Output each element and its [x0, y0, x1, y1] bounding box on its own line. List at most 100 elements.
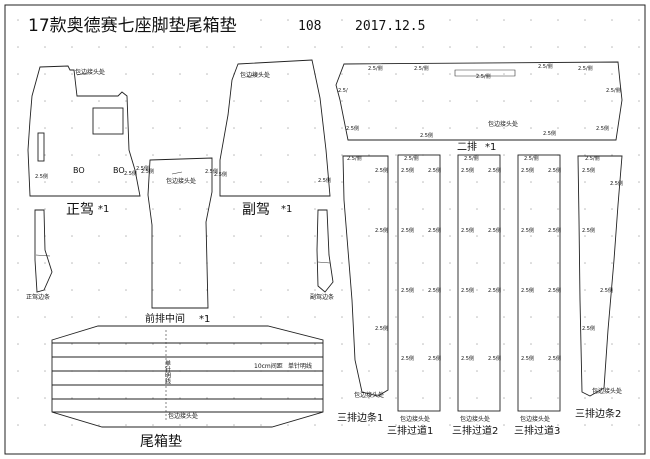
- row3-edge-1-note-c: 2.5侧: [375, 325, 388, 332]
- driver-slot: [37, 132, 45, 162]
- row3-aisle-3-note-c: 2.5侧: [521, 227, 534, 234]
- driver-edge-label: 正驾边条: [26, 293, 50, 301]
- second-row-note-4: 2.5/侧: [538, 63, 553, 70]
- driver-mat: 包边接头处 BO BO 2.5侧 2.5侧 2.5侧 正驾 *1: [27, 65, 149, 218]
- trunk-label: 尾箱垫: [140, 434, 182, 450]
- second-row-note-7: 2.5/侧: [606, 87, 621, 94]
- sheet-border: [4, 4, 646, 455]
- second-row-note-5: 2.5/侧: [578, 65, 593, 72]
- row3-edge-2-top-note: 2.5/侧: [585, 155, 600, 162]
- row3-aisle-1-outline: [397, 154, 441, 412]
- row3-aisle-3-note-f: 2.5侧: [548, 287, 561, 294]
- row3-edge-strip-2: 2.5/侧 2.5侧 2.5侧 2.5侧 2.5侧 2.5侧 包边接头处 三排边…: [575, 155, 623, 420]
- passenger-side-note-2: 2.5侧: [318, 177, 331, 184]
- row3-aisle-2-note-e: 2.5侧: [461, 287, 474, 294]
- row3-edge-1-note-b: 2.5侧: [375, 227, 388, 234]
- second-row-note-11: 2.5侧: [596, 125, 609, 132]
- row3-aisle-2-edge-note: 包边接头处: [460, 415, 490, 423]
- row3-aisle-1-note-f: 2.5侧: [428, 287, 441, 294]
- row3-edge-1-edge-note: 包边接头处: [354, 391, 384, 399]
- driver-side-note-3: 2.5侧: [136, 165, 149, 172]
- trunk-mat: 单针明线 10cm间距 单针明线 包边接头处 尾箱垫: [51, 325, 324, 450]
- row3-edge-1-note-a: 2.5侧: [375, 167, 388, 174]
- row3-aisle-3-note-g: 2.5侧: [521, 355, 534, 362]
- dot-grid: [17, 19, 640, 426]
- driver-edge-strip: 正驾边条: [26, 209, 53, 301]
- sheet-date: 2017.12.5: [355, 19, 425, 34]
- driver-side-note: 2.5侧: [35, 173, 48, 180]
- driver-bo-mark-2: BO: [113, 166, 125, 175]
- row3-aisle-1-note-h: 2.5侧: [428, 355, 441, 362]
- row3-aisle-2-note-a: 2.5侧: [461, 167, 474, 174]
- row3-edge-1-top-note: 2.5/侧: [347, 155, 362, 162]
- row3-aisle-3-note-b: 2.5侧: [548, 167, 561, 174]
- second-row-note-1: 2.5/侧: [368, 65, 383, 72]
- second-row-note-3: 2.5/侧: [476, 73, 491, 80]
- front-middle-side-note-2: 2.5侧: [205, 168, 218, 175]
- second-row-note-9: 2.5侧: [420, 132, 433, 139]
- second-row-note-2: 2.5/侧: [414, 65, 429, 72]
- row3-aisle-1-edge-note: 包边接头处: [400, 415, 430, 423]
- driver-heel-pad: [92, 107, 124, 135]
- sheet-title: 17款奥德赛七座脚垫尾箱垫: [28, 15, 237, 36]
- row3-edge-2-note-d: 2.5侧: [600, 287, 613, 294]
- row3-aisle-2-note-g: 2.5侧: [461, 355, 474, 362]
- row3-aisle-3-top-note: 2.5/侧: [524, 155, 539, 162]
- front-middle-label: 前排中间: [145, 312, 185, 325]
- second-row-count: *1: [485, 142, 496, 153]
- row3-aisle-1-note-g: 2.5侧: [401, 355, 414, 362]
- row3-aisle-3-label: 三排过道3: [514, 424, 560, 437]
- row3-aisle-1-top-note: 2.5/侧: [404, 155, 419, 162]
- row3-aisle-2-note-f: 2.5侧: [488, 287, 501, 294]
- sheet-code: 108: [298, 19, 321, 34]
- row3-aisle-1-note-a: 2.5侧: [401, 167, 414, 174]
- row3-aisle-1-note-c: 2.5侧: [401, 227, 414, 234]
- passenger-label: 副驾: [242, 202, 270, 218]
- row3-aisle-3-note-a: 2.5侧: [521, 167, 534, 174]
- trunk-needle-note: 单针明线: [288, 362, 312, 370]
- row3-aisle-2-note-b: 2.5侧: [488, 167, 501, 174]
- row3-aisle-3-outline: [517, 154, 561, 412]
- row3-aisle-1-note-d: 2.5侧: [428, 227, 441, 234]
- row3-edge-1-label: 三排边条1: [337, 411, 383, 424]
- driver-side-note-2: 2.5侧: [124, 170, 137, 177]
- row3-aisle-3-edge-note: 包边接头处: [520, 415, 550, 423]
- driver-count: *1: [98, 204, 109, 215]
- row3-aisle-1: 2.5/侧 2.5侧 2.5侧 2.5侧 2.5侧 2.5侧 2.5侧 2.5侧…: [387, 154, 441, 437]
- passenger-edge-strip: 副驾边条: [310, 209, 334, 301]
- driver-label: 正驾: [66, 202, 94, 218]
- second-row-note-10: 2.5侧: [543, 130, 556, 137]
- trunk-edge-note: 包边接头处: [168, 412, 198, 420]
- second-row-edge-note: 包边接头处: [488, 120, 518, 128]
- row3-aisle-1-note-b: 2.5侧: [428, 167, 441, 174]
- row3-edge-2-label: 三排边条2: [575, 407, 621, 420]
- second-row-note-6: 2.5/: [338, 88, 348, 94]
- second-row-mat: 2.5/侧 2.5/侧 2.5/侧 2.5/侧 2.5/侧 2.5/ 2.5/侧…: [335, 61, 623, 153]
- passenger-edge-label: 副驾边条: [310, 293, 334, 301]
- front-middle-count: *1: [199, 314, 210, 325]
- row3-aisle-2-note-c: 2.5侧: [461, 227, 474, 234]
- second-row-note-8: 2.5侧: [346, 125, 359, 132]
- row3-aisle-3: 2.5/侧 2.5侧 2.5侧 2.5侧 2.5侧 2.5侧 2.5侧 2.5侧…: [514, 154, 561, 437]
- passenger-side-note: 2.5侧: [214, 171, 227, 178]
- front-middle-mat: 包边接头处 2.5侧 2.5侧 前排中间 *1: [141, 157, 218, 325]
- passenger-count: *1: [281, 204, 292, 215]
- row3-aisle-1-note-e: 2.5侧: [401, 287, 414, 294]
- row3-edge-2-edge-note: 包边接头处: [592, 387, 622, 395]
- row3-edge-2-note-e: 2.5侧: [582, 325, 595, 332]
- row3-aisle-2-note-h: 2.5侧: [488, 355, 501, 362]
- driver-edge-joint-note: 包边接头处: [75, 68, 105, 76]
- driver-bo-mark: BO: [73, 166, 85, 175]
- row3-aisle-3-note-d: 2.5侧: [548, 227, 561, 234]
- passenger-mat: 包边接头处 2.5侧 2.5侧 副驾 *1: [214, 59, 331, 218]
- trunk-needle-vertical-note: 单针明线: [164, 359, 171, 384]
- row3-aisle-2-top-note: 2.5/侧: [464, 155, 479, 162]
- second-row-label: 二排: [457, 140, 477, 153]
- row3-aisle-2-label: 三排过道2: [452, 424, 498, 437]
- row3-edge-2-note-c: 2.5侧: [582, 227, 595, 234]
- row3-edge-2-note-a: 2.5侧: [582, 167, 595, 174]
- front-middle-edge-note: 包边接头处: [166, 177, 196, 185]
- front-middle-side-note: 2.5侧: [141, 168, 154, 175]
